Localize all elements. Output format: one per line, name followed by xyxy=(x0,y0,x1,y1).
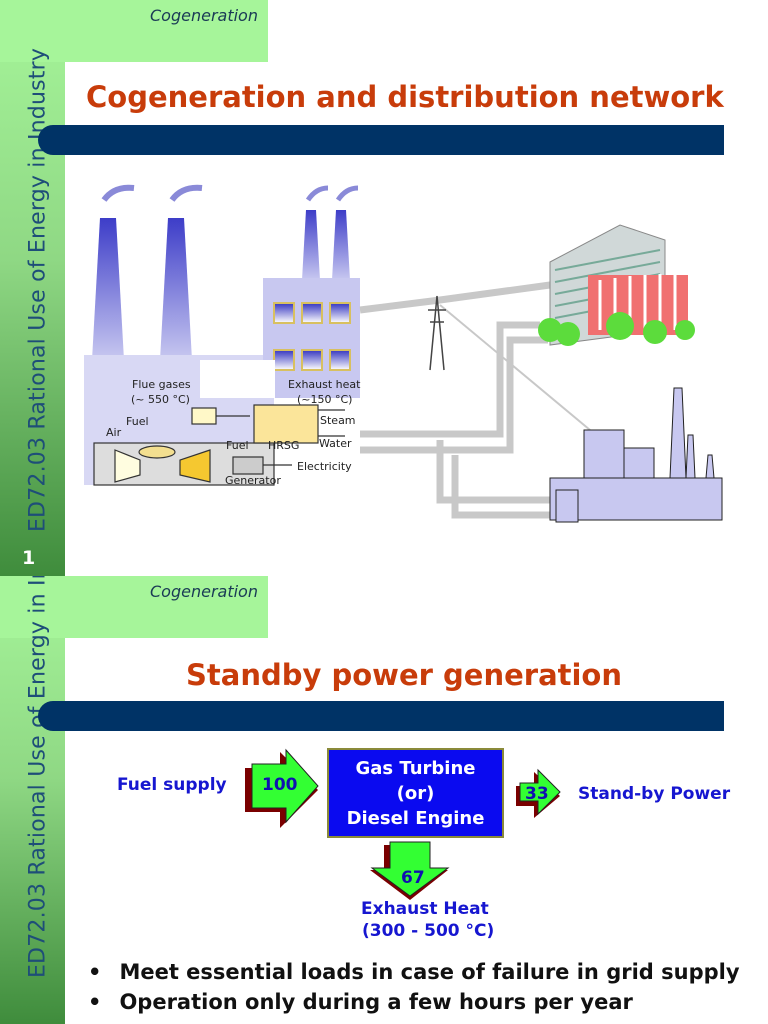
slide-number: 1 xyxy=(22,547,36,569)
engine-line: (or) xyxy=(396,783,435,804)
flue-temp-label: (~ 550 °C) xyxy=(131,393,190,406)
plant-building xyxy=(263,278,360,398)
pylon-icon xyxy=(428,295,446,371)
output-arrow xyxy=(516,768,561,818)
fuel-label: Fuel xyxy=(126,415,149,428)
engine-line: Diesel Engine xyxy=(346,808,485,829)
sidebar xyxy=(0,576,65,1024)
electricity-label: Electricity xyxy=(297,460,352,473)
exhaust-temp-label: (300 - 500 °C) xyxy=(362,921,495,941)
bullet-list: Meet essential loads in case of failure … xyxy=(88,960,740,1020)
slide-1: Cogeneration ED72.03 Rational Use of Ene… xyxy=(0,0,724,576)
exhaust-heat-label: Exhaust heat xyxy=(288,378,361,391)
water-label: Water xyxy=(319,437,352,450)
exhaust-arrow xyxy=(370,841,450,900)
exhaust-value: 67 xyxy=(401,868,425,888)
bullet-item: Operation only during a few hours per ye… xyxy=(88,990,740,1014)
input-value: 100 xyxy=(262,775,298,795)
header-band xyxy=(0,0,268,62)
input-arrow xyxy=(245,748,319,828)
sidebar xyxy=(0,0,65,576)
steam-label: Steam xyxy=(320,414,356,427)
smokestacks xyxy=(92,184,359,360)
standby-power-label: Stand-by Power xyxy=(578,784,731,804)
air-label: Air xyxy=(106,426,122,439)
generator-label: Generator xyxy=(225,474,281,487)
exhaust-heat-label: Exhaust Heat xyxy=(361,899,489,919)
header-band xyxy=(0,576,268,638)
engine-line: Gas Turbine xyxy=(355,758,476,779)
hrsg-fuel-label: Fuel xyxy=(226,439,249,452)
factory xyxy=(549,387,723,523)
title-bar xyxy=(38,701,724,731)
section-label: Cogeneration xyxy=(150,582,258,601)
cogeneration-diagram xyxy=(84,184,723,523)
output-value: 33 xyxy=(525,784,549,804)
gas-turbine xyxy=(93,404,345,486)
slide-title: Standby power generation xyxy=(186,658,623,692)
pipes xyxy=(359,281,591,519)
office-building xyxy=(538,224,695,346)
engine-box: Gas Turbine (or) Diesel Engine xyxy=(327,748,504,838)
hrsg-label: HRSG xyxy=(268,439,300,452)
title-bar xyxy=(38,125,724,155)
slide-title: Cogeneration and distribution network xyxy=(86,80,724,114)
fuel-supply-label: Fuel supply xyxy=(117,775,227,795)
flue-gases-label: Flue gases xyxy=(132,378,191,391)
section-label: Cogeneration xyxy=(150,6,258,25)
exhaust-temp-label: (~150 °C) xyxy=(297,393,353,406)
bullet-item: Meet essential loads in case of failure … xyxy=(88,960,739,984)
